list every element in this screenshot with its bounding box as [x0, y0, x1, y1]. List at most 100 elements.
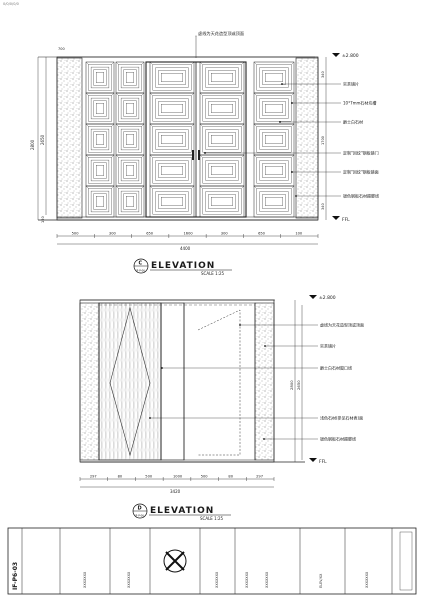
title-block-field: ELEV/XX — [319, 573, 323, 588]
fretwork-tile — [199, 154, 245, 187]
stone-panel-right — [295, 57, 319, 219]
callout-label: 实茶镜片 — [320, 342, 336, 348]
dimension-label: 1000 — [173, 475, 183, 479]
svg-text:1700: 1700 — [321, 136, 325, 145]
fretwork-tile — [253, 123, 295, 156]
title-block-field: XXXXXXX — [365, 571, 369, 588]
fretwork-tile — [115, 92, 145, 125]
dimension-label: 300 — [221, 232, 229, 236]
stone-jamb-right — [254, 302, 275, 461]
fretwork-tile — [149, 154, 195, 187]
ceiling-note: 虚线为天花造型顶或顶面 — [198, 30, 244, 37]
callout-label: 爵士白石材窗口线 — [320, 364, 352, 370]
callout: 爵士白石材窗口线 — [161, 364, 352, 370]
svg-text:2800: 2800 — [30, 139, 35, 150]
dimension-label: 650 — [258, 232, 266, 236]
stone-jamb-left — [79, 302, 100, 461]
fretwork-tile — [85, 154, 115, 187]
fretwork-tile — [253, 92, 295, 125]
fretwork-tile — [253, 185, 295, 218]
svg-text:±2.800: ±2.800 — [319, 295, 336, 301]
callout-label: 银色钢板石材踢脚线 — [320, 435, 356, 441]
fretwork-tile — [115, 61, 145, 94]
door-swing-outline — [197, 309, 241, 456]
callout: 实茶镜片 — [264, 342, 336, 348]
fretwork-tile — [85, 123, 115, 156]
callout: 银色钢板石材踢脚线 — [263, 435, 356, 441]
dimension-label: 300 — [109, 232, 117, 236]
svg-text:2650: 2650 — [296, 380, 301, 390]
svg-text:SCALE 1:25: SCALE 1:25 — [201, 271, 225, 276]
stone-panel-left — [56, 57, 83, 219]
ceiling-tag: 700 — [58, 47, 65, 51]
svg-text:FFL: FFL — [319, 459, 327, 465]
title-block-field: XXXXXXX — [245, 571, 249, 588]
dimension-label: 1600 — [184, 232, 194, 236]
fretwork-tile — [199, 185, 245, 218]
callout-list-bottom: 虚线为天花造型顶或顶面实茶镜片爵士白石材窗口线浅色石材(参见石材表)面银色钢板石… — [149, 321, 364, 441]
fretwork-tile — [253, 61, 295, 94]
fretwork-tile-grid — [85, 61, 295, 218]
svg-text:SCALE 1:25: SCALE 1:25 — [200, 516, 224, 521]
fretwork-tile — [199, 92, 245, 125]
svg-text:2800: 2800 — [289, 380, 294, 390]
fretwork-tile — [149, 61, 195, 94]
svg-text:D: D — [138, 506, 142, 512]
svg-text:FFL: FFL — [342, 217, 350, 223]
callout: 虚线为天花造型顶或顶面 — [239, 321, 364, 327]
svg-text:ELEVATION: ELEVATION — [150, 506, 214, 516]
svg-text:C: C — [139, 261, 143, 267]
callout-label: 虚线为天花造型顶或顶面 — [320, 321, 364, 327]
elevation-title-top: C IF-P-06 ELEVATION SCALE 1:25 — [133, 258, 232, 276]
callout: 浅色石材(参见石材表)面 — [149, 414, 363, 420]
callout-list: 实茶镜片 10*7mm石材坑槽爵士白石材定制"回纹"钢板镜门定制"回纹"钢板镜面银… — [204, 80, 379, 198]
svg-text:IF-P-06: IF-P-06 — [135, 514, 144, 518]
fretwork-tile — [149, 185, 195, 218]
level-marker-ffl: FFL — [332, 216, 350, 223]
elevation-bottom: ±2.800 FFL 虚线为天花造型顶或顶面实茶镜片爵士白石材窗口线浅色石材(参… — [79, 295, 364, 521]
fretwork-tile — [115, 123, 145, 156]
svg-text:±2.800: ±2.800 — [342, 53, 359, 59]
dimension-label: 500 — [72, 232, 80, 236]
dimension-label: 297 — [256, 475, 263, 479]
callout: 银色钢板石材踢脚线 — [295, 192, 379, 198]
fretwork-tile — [85, 61, 115, 94]
fretwork-tile — [199, 123, 245, 156]
fretwork-tile — [149, 123, 195, 156]
level-marker-ffl-b: FFL — [309, 458, 327, 465]
fretwork-tile — [85, 185, 115, 218]
diamond-inlay — [109, 306, 151, 457]
dimension-label: 80 — [118, 475, 123, 479]
dimension-label: 500 — [145, 475, 153, 479]
callout-label: 实茶镜片 — [343, 80, 359, 86]
drawing-number: IF-P6-03 — [12, 562, 19, 590]
fretwork-tile — [253, 154, 295, 187]
left-dimensions: 2800 2650 150 — [30, 57, 47, 223]
fretwork-tile — [199, 61, 245, 94]
dimension-label: 500 — [201, 475, 209, 479]
callout-label: 爵士白石材 — [343, 118, 363, 124]
callout-label: 10*7mm石材坑槽 — [343, 99, 376, 105]
title-block-field: XXXXXXX — [127, 571, 131, 588]
door-handle-right — [198, 150, 200, 160]
elevation-top: 虚线为天花造型顶或顶面 700 ±2.800 FFL 实茶镜片 10*7mm石材坑… — [30, 30, 379, 276]
fretwork-tile — [149, 92, 195, 125]
veneer-door-panel — [98, 302, 162, 461]
svg-text:IF-P-06: IF-P-06 — [136, 269, 145, 273]
callout: 定制"回纹"钢板镜门 — [204, 149, 379, 155]
dimension-total: 4400 — [180, 246, 191, 251]
callout-label: 定制"回纹"钢板镜面 — [343, 168, 379, 174]
callout: 实茶镜片 — [281, 80, 359, 86]
dimension-label: 297 — [90, 475, 97, 479]
fretwork-tile — [115, 154, 145, 187]
title-block-field: XXXXXXX — [83, 571, 87, 588]
right-dimensions: 340 1700 340 — [321, 57, 327, 220]
svg-text:150: 150 — [41, 216, 45, 223]
callout-label: 浅色石材(参见石材表)面 — [320, 414, 363, 420]
elevation-title-bottom: D IF-P-06 ELEVATION SCALE 1:25 — [132, 503, 231, 521]
callout-label: 定制"回纹"钢板镜门 — [343, 149, 379, 155]
